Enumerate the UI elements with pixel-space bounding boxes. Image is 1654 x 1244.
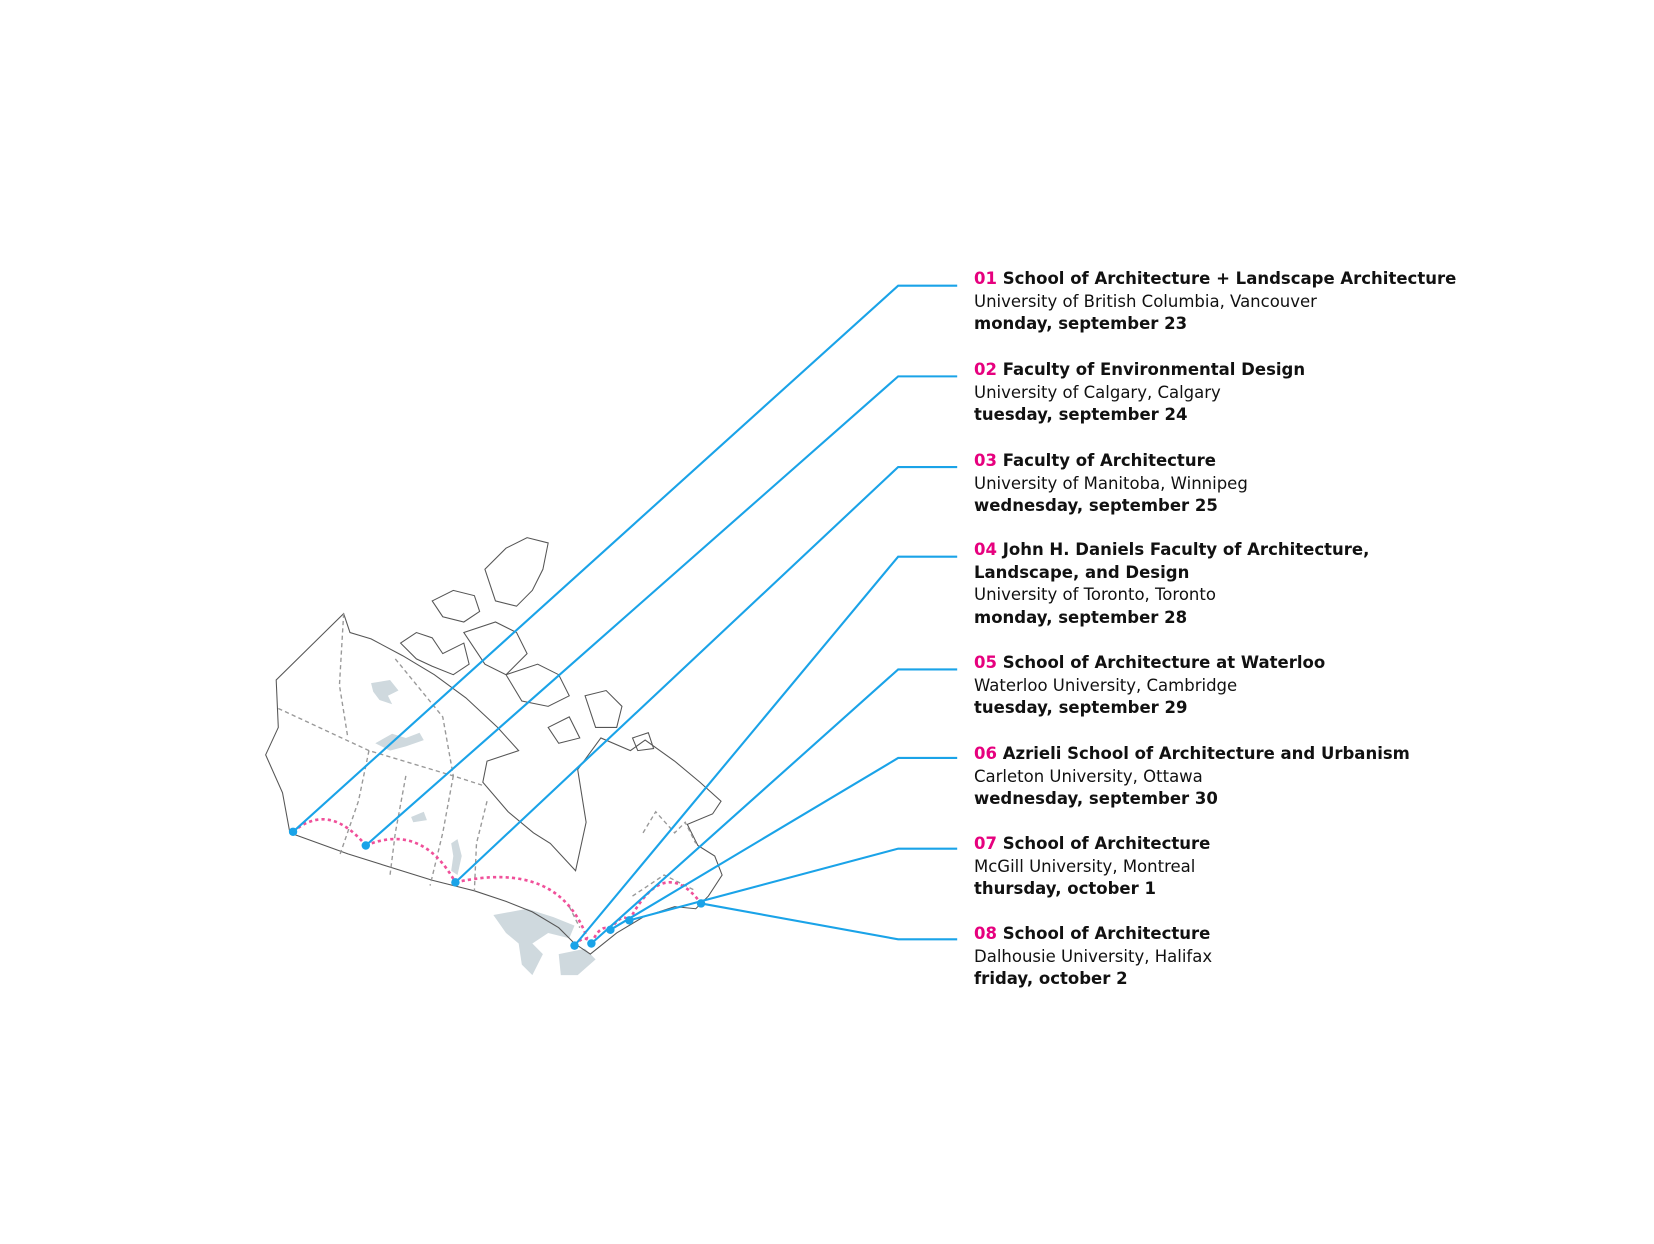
stop-title: School of Architecture <box>1002 834 1211 853</box>
stop-entry-08: 08 School of Architecture Dalhousie Univ… <box>974 923 1212 991</box>
stop-number: 04 <box>974 540 997 559</box>
stop-title: School of Architecture at Waterloo <box>1002 653 1326 672</box>
stop-date: wednesday, september 25 <box>974 496 1218 516</box>
location-dot <box>606 925 615 935</box>
leader-line <box>629 847 958 922</box>
stop-number: 05 <box>974 653 997 672</box>
stop-title: John H. Daniels Faculty of Architecture,… <box>974 540 1370 582</box>
leader-line <box>454 465 958 884</box>
stop-title: Faculty of Architecture <box>1002 451 1216 470</box>
leader-line <box>292 284 958 833</box>
location-dot <box>625 916 634 925</box>
stop-university: Carleton University, Ottawa <box>974 766 1203 786</box>
mainland-outline <box>265 612 723 955</box>
stop-university: Dalhousie University, Halifax <box>974 946 1213 966</box>
stop-title: Azrieli School of Architecture and Urban… <box>1002 744 1410 763</box>
stop-date: tuesday, september 29 <box>974 698 1188 718</box>
stop-date: monday, september 28 <box>974 608 1188 628</box>
route <box>292 817 703 947</box>
stop-entry-07: 07 School of Architecture McGill Univers… <box>974 833 1210 901</box>
leader-lines <box>292 284 958 947</box>
stop-title: Faculty of Environmental Design <box>1002 360 1306 379</box>
leader-line <box>590 668 958 945</box>
stop-university: McGill University, Montreal <box>974 856 1196 876</box>
stop-number: 02 <box>974 360 997 379</box>
stop-university: University of Toronto, Toronto <box>974 585 1216 605</box>
stop-university: University of British Columbia, Vancouve… <box>974 291 1317 311</box>
location-dots <box>288 827 706 950</box>
location-dot <box>288 827 298 836</box>
stop-entry-02: 02 Faculty of Environmental Design Unive… <box>974 359 1305 427</box>
leader-line <box>700 902 958 941</box>
stop-number: 03 <box>974 451 997 470</box>
stop-number: 01 <box>974 269 997 288</box>
stop-university: University of Calgary, Calgary <box>974 382 1221 402</box>
provincial-borders <box>278 613 697 929</box>
leader-line <box>365 375 958 847</box>
location-dot <box>696 899 706 908</box>
stop-number: 08 <box>974 924 997 943</box>
location-dot <box>361 841 371 850</box>
lake-winnipeg <box>451 839 462 876</box>
location-dot <box>570 941 579 950</box>
stop-entry-01: 01 School of Architecture + Landscape Ar… <box>974 268 1456 336</box>
stop-date: tuesday, september 24 <box>974 405 1188 425</box>
stop-entry-06: 06 Azrieli School of Architecture and Ur… <box>974 743 1410 811</box>
stop-date: monday, september 23 <box>974 314 1188 334</box>
arctic-islands <box>399 537 655 752</box>
stop-entry-03: 03 Faculty of Architecture University of… <box>974 450 1248 518</box>
stop-number: 07 <box>974 834 997 853</box>
great-lakes <box>493 908 596 976</box>
stop-entry-04: 04 John H. Daniels Faculty of Architectu… <box>974 539 1369 630</box>
location-dot <box>451 878 460 887</box>
coastline <box>265 537 723 955</box>
location-dot <box>587 939 596 948</box>
stop-date: wednesday, september 30 <box>974 789 1218 809</box>
stop-entry-05: 05 School of Architecture at Waterloo Wa… <box>974 652 1325 720</box>
stop-title: School of Architecture <box>1002 924 1211 943</box>
leader-line <box>609 756 958 931</box>
stop-date: thursday, october 1 <box>974 879 1156 899</box>
great-bear-lake <box>371 679 399 705</box>
leader-line <box>573 555 958 947</box>
stop-university: University of Manitoba, Winnipeg <box>974 473 1248 493</box>
stop-title: School of Architecture + Landscape Archi… <box>1002 269 1457 288</box>
stop-university: Waterloo University, Cambridge <box>974 675 1238 695</box>
stop-number: 06 <box>974 744 997 763</box>
lake-athabasca <box>411 811 427 823</box>
stop-date: friday, october 2 <box>974 969 1128 989</box>
